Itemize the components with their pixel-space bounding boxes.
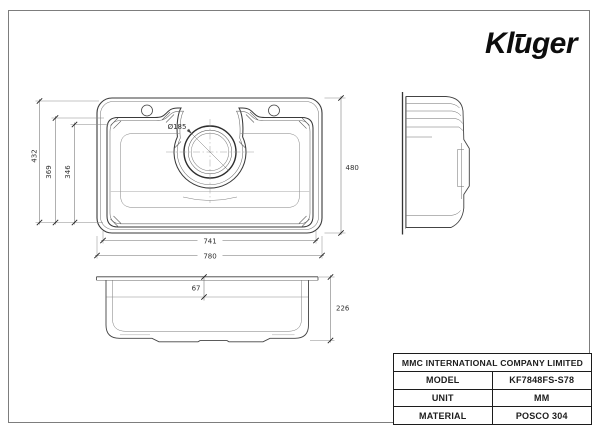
dimension-ticks [36,94,345,344]
title-block-row-material: MATERIAL POSCO 304 [394,407,591,425]
brand-logo: Kluger [484,27,578,60]
faucet-hole-right [268,104,280,117]
side-view [401,92,470,235]
dim-432: 432 [31,149,39,162]
dim-480: 480 [346,164,359,172]
unit-value: MM [534,393,550,403]
faucet-hole-left [141,104,153,117]
brand-logo-accent-letter: u [513,27,532,60]
dim-226: 226 [336,305,350,313]
model-value: KF7848FS-S78 [509,375,575,386]
material-label: MATERIAL [394,407,493,425]
model-label: MODEL [394,372,493,389]
title-block: MMC INTERNATIONAL COMPANY LIMITED MODEL … [393,353,592,425]
corner-facets [110,111,310,227]
dim-346: 346 [64,165,72,179]
dim-780: 780 [203,252,216,260]
centerlines [166,119,254,203]
drain-hole [166,119,254,203]
dim-67: 67 [192,285,201,293]
front-view [96,276,319,343]
brand-logo-text-pre: Kl [484,27,515,60]
leader-arrow [186,128,192,134]
title-block-row-model: MODEL KF7848FS-S78 [394,372,591,390]
company-name: MMC INTERNATIONAL COMPANY LIMITED [394,354,591,372]
dimensions: 780 741 432 369 346 480 67 226 Ø185 [31,94,359,344]
dim-741: 741 [203,237,216,245]
sheet-border [8,10,590,423]
top-view [96,97,323,234]
unit-label: UNIT [394,389,493,407]
material-value: POSCO 304 [515,410,568,421]
brand-logo-text-post: ger [531,27,578,60]
dim-369: 369 [45,165,53,178]
dim-drain-diameter: Ø185 [168,123,187,131]
title-block-row-unit: UNIT MM [394,389,591,408]
